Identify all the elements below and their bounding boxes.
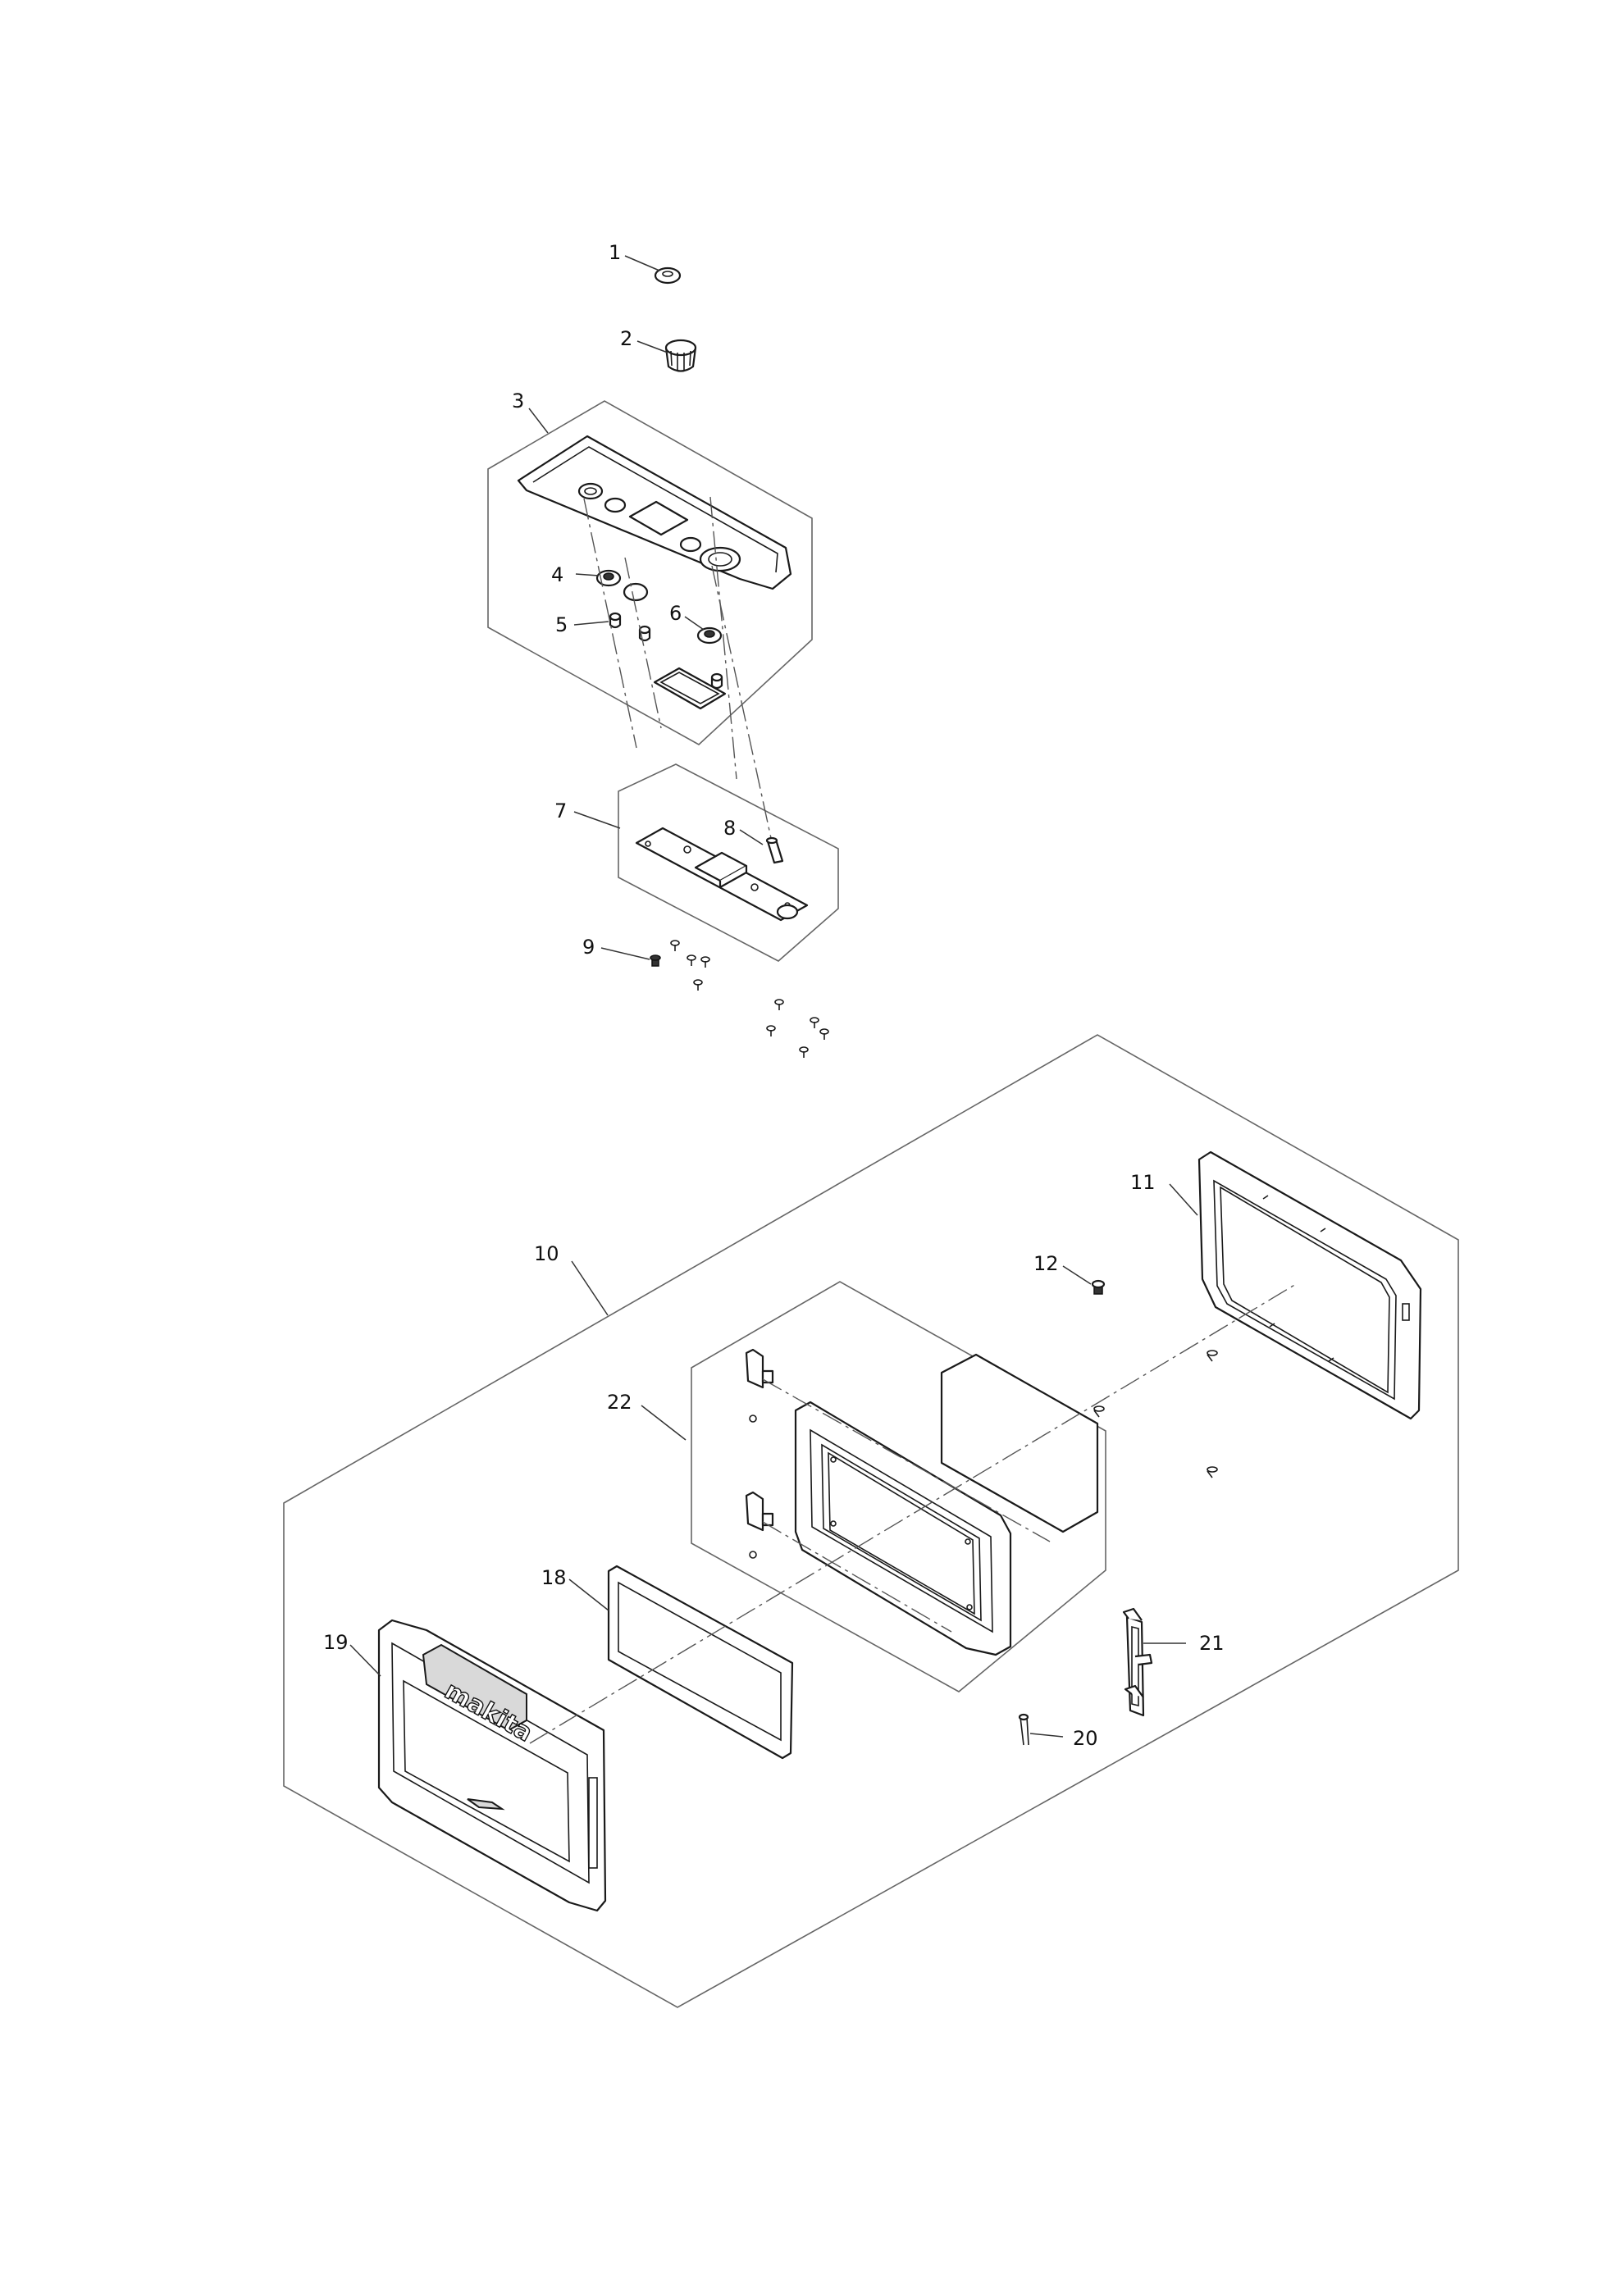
callout-11: 11 xyxy=(1130,1171,1156,1194)
callout-8: 8 xyxy=(723,817,736,840)
button-cap xyxy=(623,582,649,602)
part-3-panel-cover xyxy=(517,435,792,590)
part-18-glass-seal xyxy=(607,1565,794,1760)
assembly-box-10 xyxy=(283,1034,1459,2008)
part-1-cap xyxy=(654,266,682,285)
upper-assembly-axes xyxy=(583,496,772,839)
callout-6: 6 xyxy=(669,602,682,625)
callout-9: 9 xyxy=(582,936,595,959)
door-inner-panel xyxy=(794,1401,1012,1656)
callout-labels: 1 2 3 4 5 6 7 8 9 10 11 12 22 18 19 20 2… xyxy=(323,241,1225,1750)
callout-12: 12 xyxy=(1033,1252,1059,1275)
part-7-circuit-board xyxy=(635,827,809,922)
part-19-outer-door: makita xyxy=(377,1619,607,1912)
assembly-box-3 xyxy=(487,400,813,745)
callout-5: 5 xyxy=(555,613,568,636)
callout-19: 19 xyxy=(323,1631,349,1654)
part-8-shaft xyxy=(765,836,784,864)
callout-18: 18 xyxy=(541,1566,567,1589)
callout-21: 21 xyxy=(1199,1632,1225,1655)
door-glass xyxy=(940,1353,1099,1533)
callout-2: 2 xyxy=(620,327,632,350)
part-11-inner-frame xyxy=(1197,1150,1422,1420)
assembly-box-22 xyxy=(691,1281,1106,1692)
callout-10: 10 xyxy=(534,1242,559,1265)
part-5-light-guide xyxy=(609,612,723,690)
callout-3: 3 xyxy=(512,390,524,412)
callout-22: 22 xyxy=(607,1391,632,1414)
display-window xyxy=(653,667,727,710)
part-21-latch xyxy=(1122,1607,1153,1717)
callout-4: 4 xyxy=(551,563,563,586)
part-2-knob xyxy=(664,339,697,372)
leader-lines xyxy=(349,255,1198,1738)
part-9-screws xyxy=(650,940,829,1058)
assembly-box-7 xyxy=(618,763,839,962)
door-hinges xyxy=(745,1348,774,1559)
callout-1: 1 xyxy=(609,241,621,264)
callout-20: 20 xyxy=(1073,1727,1098,1750)
part-4-button xyxy=(595,569,622,587)
callout-7: 7 xyxy=(554,800,567,822)
part-6-button xyxy=(696,626,723,645)
part-12-screws xyxy=(1091,1279,1218,1478)
lower-assembly-axes xyxy=(529,1283,1297,1744)
part-20-pin xyxy=(1018,1713,1029,1746)
